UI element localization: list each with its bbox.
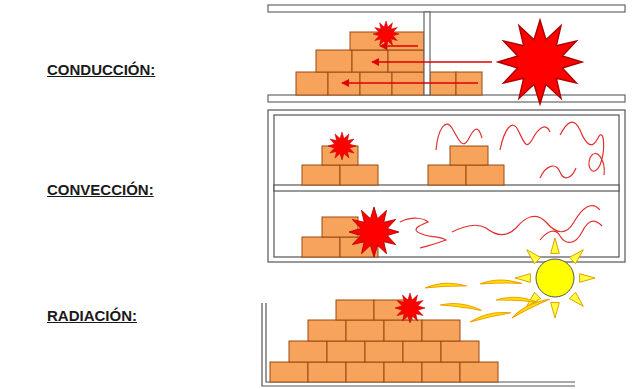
brick-stack <box>327 341 365 362</box>
brick-stack <box>270 300 498 382</box>
brick-stack <box>365 341 403 362</box>
convection-current <box>436 124 482 150</box>
sun <box>515 274 530 283</box>
sun <box>536 259 574 297</box>
fire-burst <box>328 132 356 160</box>
conduction-shelf <box>268 95 625 102</box>
brick-stack <box>346 320 384 341</box>
brick-stack <box>302 146 504 257</box>
radiation-ray <box>496 297 538 303</box>
brick-stack <box>422 320 460 341</box>
radiation-ray <box>425 282 467 289</box>
heat-arrow <box>342 46 492 83</box>
radiation-ray <box>469 309 511 323</box>
brick-stack <box>270 362 308 382</box>
sun <box>527 250 541 264</box>
sun <box>569 250 583 264</box>
brick-stack <box>460 362 498 382</box>
convection-shelf <box>268 110 625 262</box>
ground-and-wall <box>262 303 575 386</box>
sun <box>580 274 595 283</box>
brick-stack <box>346 362 384 382</box>
convection-shelf <box>268 110 625 262</box>
brick-stack <box>340 165 378 185</box>
convection-shelf <box>274 115 619 257</box>
radiation-ray <box>510 295 549 318</box>
sun <box>551 238 560 253</box>
sun <box>551 303 560 318</box>
fire-burst <box>373 21 399 47</box>
section-heading: CONVECCIÓN: <box>47 181 154 198</box>
convection-current <box>400 218 446 248</box>
ground-and-wall <box>262 303 575 386</box>
convection-current <box>540 221 602 242</box>
convection-shelf <box>274 185 619 191</box>
brick-stack <box>450 146 488 165</box>
brick-stack <box>308 362 346 382</box>
brick-stack <box>384 320 422 341</box>
brick-stack <box>302 237 340 257</box>
convection-current <box>400 122 604 248</box>
conduction-shelf <box>268 5 625 12</box>
section-heading: CONDUCCIÓN: <box>47 61 155 78</box>
fire-burst <box>395 293 425 323</box>
brick-stack <box>302 165 340 185</box>
brick-stack <box>466 165 504 185</box>
brick-stack <box>289 341 327 362</box>
brick-stack <box>428 165 466 185</box>
brick-stack <box>384 362 422 382</box>
brick-stack <box>308 320 346 341</box>
convection-current <box>560 122 604 175</box>
heat-arrow <box>372 61 492 62</box>
brick-stack <box>403 341 441 362</box>
conduction-shelf <box>268 5 625 102</box>
brick-stack <box>296 72 328 95</box>
convection-current <box>452 206 600 235</box>
brick-stack <box>388 50 424 72</box>
sun <box>569 292 583 306</box>
brick-stack <box>316 50 352 72</box>
radiation-ray <box>480 279 522 285</box>
fire-burst <box>349 207 399 257</box>
fire-burst <box>498 20 582 104</box>
convection-current <box>500 125 550 150</box>
radiation-ray <box>425 279 550 323</box>
heat-arrow <box>380 45 418 46</box>
brick-stack <box>422 362 460 382</box>
convection-current <box>540 166 576 178</box>
heat-arrow <box>342 82 478 83</box>
radiation-ray <box>440 302 482 311</box>
brick-stack <box>336 300 374 320</box>
brick-stack <box>352 50 388 72</box>
section-heading: RADIACIÓN: <box>47 307 137 324</box>
brick-stack <box>441 341 479 362</box>
